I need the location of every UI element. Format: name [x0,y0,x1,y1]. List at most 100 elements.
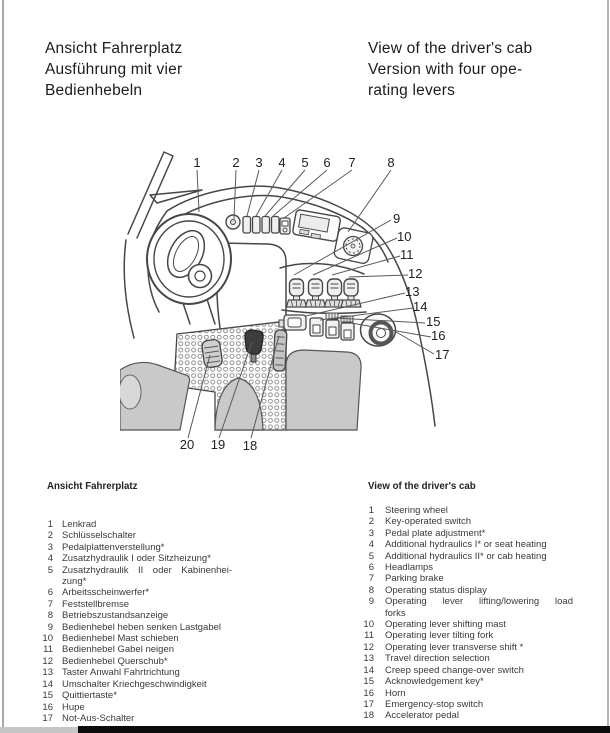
legend-item-text: Operating lever transverse shift * [385,641,524,653]
callout-15: 15 [426,314,440,329]
title-de-line3: Bedienhebeln [45,82,143,99]
legend-item-number: 14 [363,664,374,676]
callout-20: 20 [180,437,194,452]
legend-item: 16 Hupe [40,702,255,713]
title-en-line2: Version with four ope- [368,61,523,78]
parking-brake-switch [279,217,291,235]
title-en-line1: View of the driver's cab [368,40,533,57]
legend-item: 5 Zusatzhydraulik II oder Kabinenhei-zun… [40,565,255,588]
legend-item: 4 Zusatzhydraulik I oder Sitzheizung* [40,553,255,564]
legend-item-text: Pedal plate adjustment* [385,527,486,539]
callout-8: 8 [387,155,394,170]
pedal-20 [201,339,223,368]
callout-labels: 1 2 3 4 5 6 7 8 9 10 11 12 13 14 15 16 1… [180,155,450,453]
callout-14: 14 [413,299,427,314]
legend-item: 3 Pedal plate adjustment* [361,528,586,539]
legend-item: 12 Operating lever transverse shift * [361,642,586,653]
legend-item-text: Key-operated switch [385,516,472,528]
legend-item-text: Creep speed change-over switch [385,664,524,676]
lever-shift-mast [304,278,327,308]
accelerator-pedal [272,329,288,372]
mirror-bracket [149,189,203,204]
callout-11: 11 [400,247,414,262]
dash-top-edge [166,185,375,231]
legend-item-number: 2 [47,530,53,542]
legend-header-german: Ansicht Fahrerplatz [47,481,138,492]
legend-item-text: Travel direction selection [385,653,490,665]
side-panel-edge [373,229,436,427]
callout-10: 10 [397,229,411,244]
legend-item-number: 11 [364,630,374,642]
legend-list-english: 1 Steering wheel 2 Key-operated switch 3… [361,505,586,722]
callout-4: 4 [278,155,285,170]
legend-item-number: 7 [47,598,53,610]
travel-direction-switch [278,314,307,331]
scan-artifact-strip [0,727,78,733]
legend-item-text: Bedienhebel heben senken Lastgabel [62,621,221,633]
legend-item: 6 Arbeitsscheinwerfer* [40,587,255,598]
legend-item-number: 16 [42,701,53,713]
operating-status-display [292,209,341,242]
legend-item: 1 Lenkrad [40,519,255,530]
creep-speed-switch [309,317,324,337]
seat-base [285,349,362,431]
lever-panel-edges [279,262,367,315]
legend-item-text: Feststellbremse [62,598,130,610]
legend-item-number: 3 [368,527,374,539]
legend-item: 14 Umschalter Kriechgeschwindigkeit [40,679,255,690]
legend-item-text: Bedienhebel Querschub* [62,655,168,667]
legend-item-number: 1 [47,519,53,530]
legend-item-text: Zusatzhydraulik I oder Sitzheizung* [62,553,211,565]
legend-item-text: Steering wheel [385,505,448,516]
legend-item-text: Additional hydraulics II* or cab heating [385,550,547,562]
legend-item-number: 10 [363,619,374,631]
legend-item-number: 11 [43,644,53,656]
center-console-hump [214,377,264,431]
legend-german: Ansicht Fahrerplatz 1 Lenkrad 2 Schlüsse… [40,481,255,724]
legend-item: 12 Bedienhebel Querschub* [40,656,255,667]
callout-18: 18 [243,438,257,453]
legend-item-number: 5 [368,550,374,562]
driver-cab-diagram: 1 2 3 4 5 6 7 8 9 10 11 12 13 14 15 16 1… [118,142,460,458]
legend-item-number: 5 [47,564,53,576]
legend-list-german: 1 Lenkrad 2 Schlüsselschalter 3 Pedalpla… [40,519,255,724]
page-title-german: Ansicht Fahrerplatz Ausführung mit vier … [45,38,275,101]
legend-item: 8 Betriebszustandsanzeige [40,610,255,621]
acknowledgement-key-switch [325,312,340,339]
legend-item-text: Bedienhebel Mast schieben [62,633,179,645]
legend-item-number: 4 [47,553,53,565]
legend-item-number: 17 [42,712,53,724]
page-title-english: View of the driver's cab Version with fo… [368,38,588,101]
lever-lift-lower [285,278,308,308]
callout-16: 16 [431,328,445,343]
legend-item-number: 8 [47,610,53,622]
legend-item-number: 12 [363,641,374,653]
title-de-line2: Ausführung mit vier [45,61,183,78]
legend-item-text: Betriebszustandsanzeige [62,610,169,622]
legend-item-number: 1 [368,505,374,516]
callout-9: 9 [393,211,400,226]
callout-2: 2 [232,155,239,170]
legend-item: 17 Emergency-stop switch [361,699,586,710]
legend-item-text: Arbeitsscheinwerfer* [62,587,150,599]
legend-item-text: Operating lever tilting fork [385,630,494,642]
legend-english: View of the driver's cab 1 Steering whee… [361,481,586,722]
callout-leader-lines [187,169,435,439]
callout-6: 6 [323,155,330,170]
left-body-edge [123,239,135,339]
title-de-line1: Ansicht Fahrerplatz [45,40,183,57]
legend-item-number: 9 [47,621,53,633]
legend-item-number: 6 [368,562,374,574]
scan-artifact-bar [78,726,610,733]
legend-item-number: 15 [42,690,53,702]
legend-item-text: Operating lever shifting mast [385,619,506,631]
legend-item-number: 18 [363,710,374,722]
legend-item: 5 Additional hydraulics II* or cab heati… [361,551,586,562]
legend-item-text: Bedienhebel Gabel neigen [62,644,174,656]
legend-item: 7 Feststellbremse [40,599,255,610]
dash-inner-right [362,227,389,263]
legend-item: 13 Travel direction selection [361,653,586,664]
callout-13: 13 [405,284,419,299]
legend-item-number: 13 [42,667,53,679]
